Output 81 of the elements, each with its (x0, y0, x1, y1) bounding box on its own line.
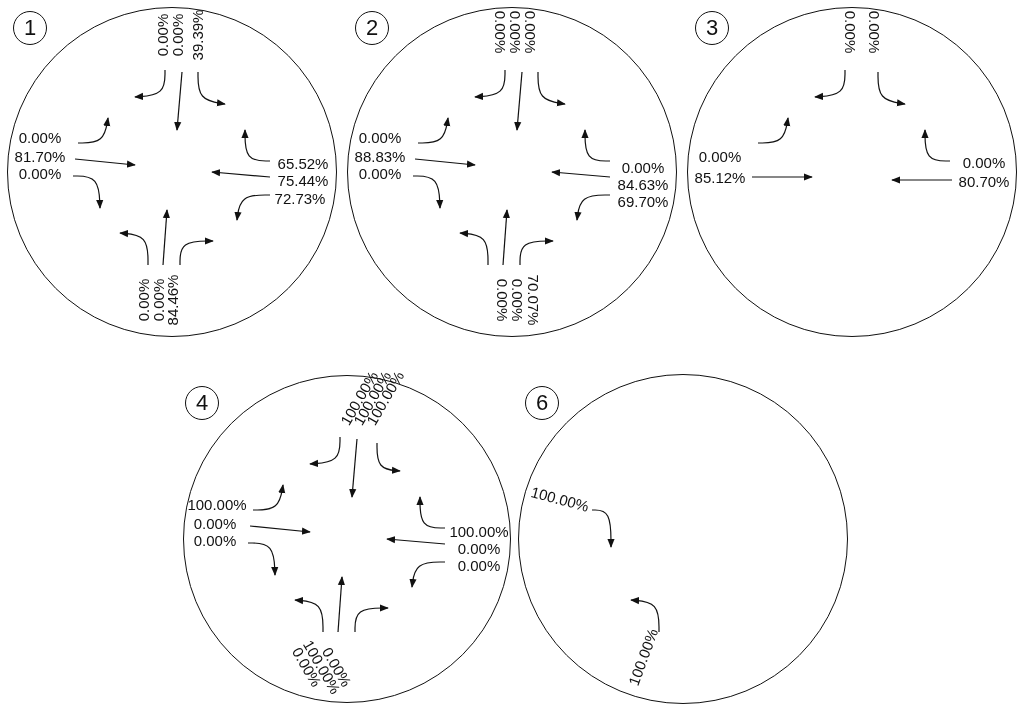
percentage-label: 0.00% (169, 13, 185, 57)
percentage-label: 72.73% (274, 190, 326, 206)
turning-arrow (77, 117, 111, 144)
turning-arrow (211, 169, 271, 178)
percentage-label: 0.00% (193, 532, 237, 548)
turning-arrow (174, 71, 183, 131)
percentage-label: 85.12% (694, 169, 746, 185)
turning-arrow (921, 129, 951, 162)
percentage-label: 0.00% (507, 10, 523, 54)
turning-arrow (349, 438, 358, 498)
turning-arrow (519, 237, 554, 266)
percentage-label: 69.70% (617, 193, 669, 209)
turning-arrow (537, 71, 566, 107)
percentage-label: 100.00% (187, 496, 247, 512)
percentage-label: 75.44% (277, 172, 329, 188)
percentage-label: 0.00% (962, 154, 1006, 170)
turning-arrow (72, 175, 104, 209)
turning-arrow (757, 117, 791, 144)
turning-arrow (414, 158, 476, 168)
turning-arrow (197, 71, 226, 107)
turning-arrow (234, 194, 271, 221)
percentage-label: 0.00% (358, 129, 402, 145)
turning-arrow (134, 69, 166, 101)
turning-arrow (249, 525, 311, 535)
percentage-label: 65.52% (277, 155, 329, 171)
turning-arrow (514, 71, 523, 131)
percentage-label: 84.46% (164, 274, 180, 326)
turning-arrow (630, 597, 660, 633)
percentage-label: 88.83% (354, 148, 406, 164)
percentage-label: 0.00% (150, 278, 166, 322)
turning-arrow (412, 175, 444, 209)
percentage-label: 84.63% (617, 176, 669, 192)
turning-arrow (474, 69, 506, 101)
turning-arrow (751, 173, 813, 181)
turning-arrow (252, 484, 286, 511)
turning-arrow (891, 176, 953, 184)
turning-arrow (294, 597, 324, 633)
percentage-label: 0.00% (135, 278, 151, 322)
turning-arrow (247, 542, 279, 576)
turning-arrow (376, 442, 401, 474)
turning-arrow (574, 194, 611, 221)
turning-arrow (551, 169, 611, 178)
percentage-label: 0.00% (193, 515, 237, 531)
turning-arrow (179, 237, 214, 266)
turning-arrow (877, 71, 906, 107)
percentage-label: 0.00% (866, 10, 882, 54)
turning-arrow (502, 209, 510, 266)
turning-arrow (417, 117, 451, 144)
turning-arrow (162, 209, 170, 266)
percentage-label: 0.00% (358, 165, 402, 181)
turning-arrow (591, 509, 615, 548)
turning-arrow (74, 158, 136, 168)
turning-arrow (416, 496, 446, 529)
percentage-label: 0.00% (18, 165, 62, 181)
turning-arrow (581, 129, 611, 162)
percentage-label: 0.00% (698, 148, 742, 164)
turning-arrow (241, 129, 271, 162)
percentage-label: 100.00% (529, 484, 591, 514)
percentage-label: 0.00% (621, 159, 665, 175)
percentage-label: 100.00% (449, 523, 509, 539)
percentage-label: 80.70% (958, 173, 1010, 189)
turning-arrow (459, 230, 489, 266)
turning-arrow (814, 69, 846, 101)
turning-arrow (354, 604, 389, 633)
percentage-label: 81.70% (14, 148, 66, 164)
percentage-label: 0.00% (842, 10, 858, 54)
percentage-label: 0.00% (457, 557, 501, 573)
percentage-label: 70.07% (525, 274, 541, 326)
percentage-label: 0.00% (457, 540, 501, 556)
percentage-label: 0.00% (494, 278, 510, 322)
turning-arrow (386, 536, 446, 545)
percentage-label: 0.00% (492, 10, 508, 54)
percentage-label: 39.39% (189, 9, 205, 61)
turning-arrow (409, 561, 446, 588)
turning-arrow (337, 576, 345, 633)
percentage-label: 0.00% (509, 278, 525, 322)
turning-arrow (119, 230, 149, 266)
percentage-label: 0.00% (154, 13, 170, 57)
percentage-label: 0.00% (18, 129, 62, 145)
turning-arrow (309, 436, 341, 468)
percentage-label: 0.00% (522, 10, 538, 54)
